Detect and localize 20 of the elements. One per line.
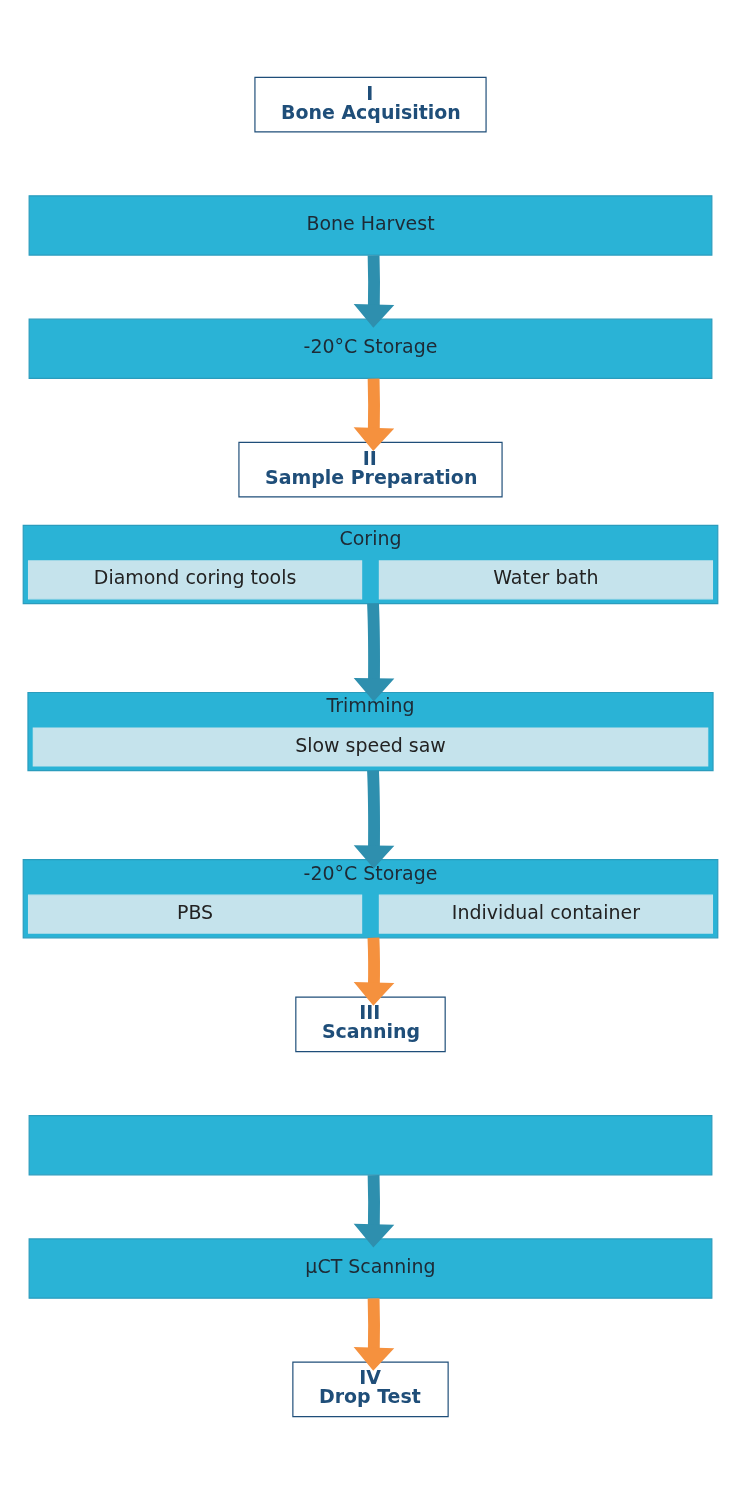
node-box: II Sample Preparation [237,441,503,498]
arrow [353,603,394,702]
node-box: I Bone Acquisition [253,76,487,133]
arrow [353,1174,394,1248]
node-box: Bone Harvest [28,195,712,256]
node-box: µCT Scanning [28,1238,712,1299]
node-box: Individual container [378,894,713,934]
arrow [353,378,394,452]
node-box: PBS [27,894,362,934]
node-box: Water bath [378,560,713,600]
arrow [353,937,394,1006]
node-box: III Scanning [294,996,446,1053]
arrow [353,1298,394,1371]
node-box: Slow speed saw [32,727,708,767]
arrow [353,770,394,869]
node-bar [28,1115,712,1176]
node-box: -20°C Storage [28,318,712,379]
arrow [353,255,394,328]
node-box: IV Drop Test [291,1361,449,1418]
node-box: Diamond coring tools [27,560,362,600]
